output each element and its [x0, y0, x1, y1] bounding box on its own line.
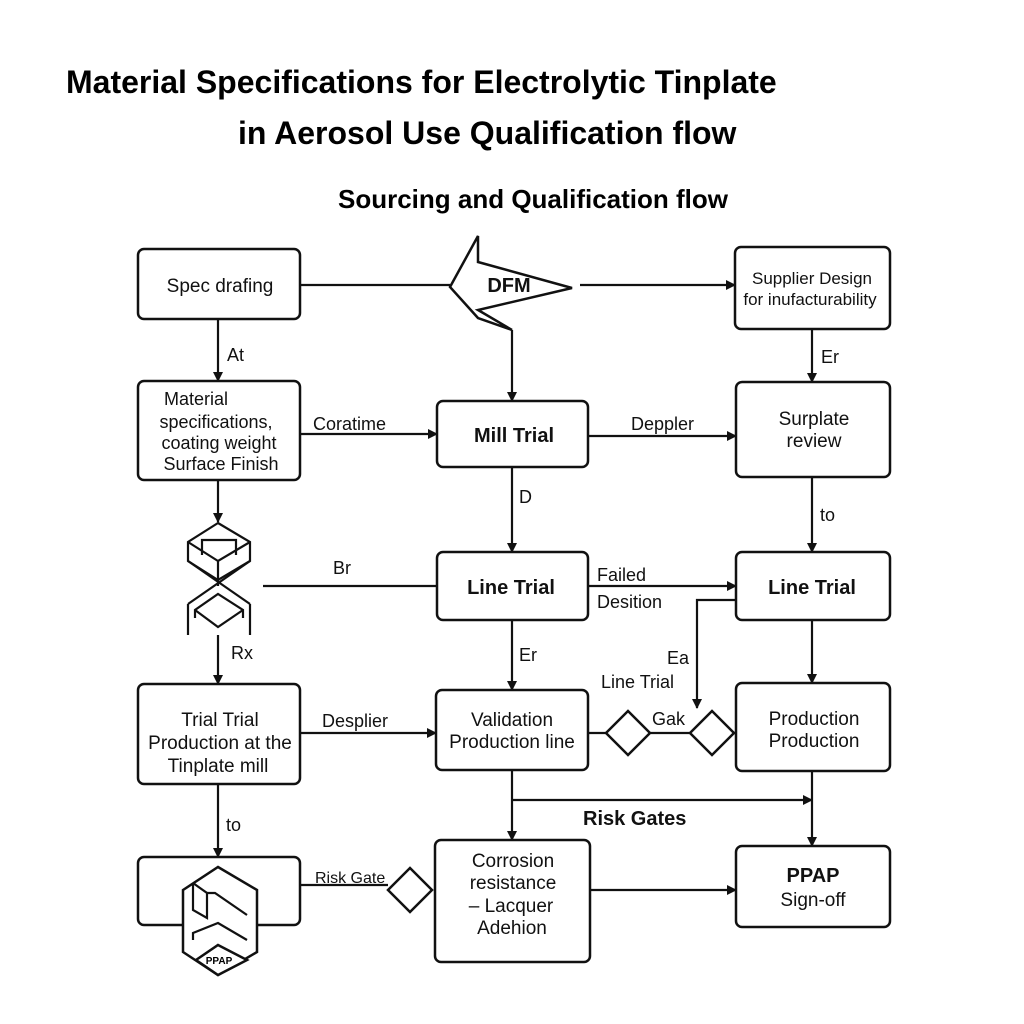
node-mill-trial[interactable]: Mill Trial: [435, 399, 590, 469]
node-ppap-signoff[interactable]: PPAP Sign-off: [734, 844, 892, 929]
svg-text:Validation: Validation: [471, 710, 553, 731]
node-production[interactable]: Production Production: [734, 681, 892, 773]
svg-text:resistance: resistance: [470, 873, 557, 894]
svg-text:DFM: DFM: [487, 275, 530, 297]
node-trial-production[interactable]: Trial Trial Production at the Tinplate m…: [136, 682, 302, 786]
node-dfm[interactable]: DFM: [448, 235, 573, 332]
node-line-trial-right[interactable]: Line Trial: [734, 550, 892, 622]
label-gak: Gak: [652, 709, 686, 729]
edges: [213, 280, 817, 895]
node-supplier-design[interactable]: Supplier Design for inufacturability: [733, 245, 892, 331]
label-at: At: [227, 345, 244, 365]
svg-text:Line Trial: Line Trial: [467, 577, 555, 599]
node-material-specifications[interactable]: Material specifications, coating weight …: [136, 379, 302, 482]
svg-text:Trial Trial: Trial Trial: [181, 710, 258, 731]
label-ea: Ea: [667, 648, 690, 668]
label-failed: Failed: [597, 565, 646, 585]
label-to-2: to: [226, 815, 241, 835]
svg-text:Production line: Production line: [449, 732, 575, 753]
svg-text:for inufacturability: for inufacturability: [743, 290, 877, 309]
label-deppler: Deppler: [631, 414, 694, 434]
node-validation[interactable]: Validation Production line: [434, 688, 590, 772]
label-er-2: Er: [519, 645, 537, 665]
label-rx: Rx: [231, 643, 253, 663]
svg-text:Production: Production: [769, 731, 860, 752]
gate-diamond-3[interactable]: [386, 866, 434, 914]
label-er: Er: [821, 347, 839, 367]
label-risk-gate: Risk Gate: [315, 870, 385, 887]
svg-text:Surface Finish: Surface Finish: [163, 454, 278, 474]
label-line-trial: Line Trial: [601, 672, 674, 692]
label-coratime: Coratime: [313, 414, 386, 434]
svg-text:Adehion: Adehion: [477, 918, 547, 939]
svg-text:Surplate: Surplate: [779, 409, 850, 430]
svg-text:specifications,: specifications,: [159, 412, 272, 432]
label-d: D: [519, 487, 532, 507]
label-desplier: Desplier: [322, 711, 388, 731]
node-ppap-icon-box[interactable]: PPAP: [136, 855, 302, 977]
svg-text:Sign-off: Sign-off: [780, 890, 846, 911]
svg-text:– Lacquer: – Lacquer: [469, 896, 554, 917]
svg-text:Spec drafing: Spec drafing: [167, 276, 274, 297]
title-line-1: Material Specifications for Electrolytic…: [66, 64, 777, 100]
gate-diamond-2[interactable]: [688, 709, 736, 757]
node-spec-drafting[interactable]: Spec drafing: [136, 247, 302, 321]
svg-text:coating weight: coating weight: [161, 433, 276, 453]
subtitle: Sourcing and Qualification flow: [338, 184, 729, 214]
hexagon-symbol: [186, 521, 252, 635]
label-to: to: [820, 505, 835, 525]
gate-diamond-1[interactable]: [604, 709, 652, 757]
node-line-trial-mid[interactable]: Line Trial: [435, 550, 590, 622]
edge-labels: At Er Coratime Deppler D to Br Failed De…: [226, 345, 839, 887]
svg-text:Material: Material: [164, 389, 228, 409]
label-br: Br: [333, 558, 351, 578]
svg-text:Production: Production: [769, 709, 860, 730]
svg-text:Mill Trial: Mill Trial: [474, 425, 554, 447]
edge-line-gate: [692, 598, 736, 709]
svg-text:Production at the: Production at the: [148, 733, 292, 754]
title-line-2: in Aerosol Use Qualification flow: [238, 115, 737, 151]
node-surplate-review[interactable]: Surplate review: [734, 380, 892, 479]
svg-text:review: review: [787, 431, 842, 452]
node-corrosion[interactable]: Corrosion resistance – Lacquer Adehion: [433, 838, 592, 964]
svg-text:Tinplate mill: Tinplate mill: [168, 756, 269, 777]
svg-text:PPAP: PPAP: [787, 865, 840, 887]
label-desition: Desition: [597, 592, 662, 612]
svg-text:Line Trial: Line Trial: [768, 577, 856, 599]
ppap-icon-label: PPAP: [206, 956, 233, 967]
svg-text:Corrosion: Corrosion: [472, 851, 554, 872]
label-risk-gates: Risk Gates: [583, 808, 686, 830]
svg-text:Supplier Design: Supplier Design: [752, 269, 872, 288]
